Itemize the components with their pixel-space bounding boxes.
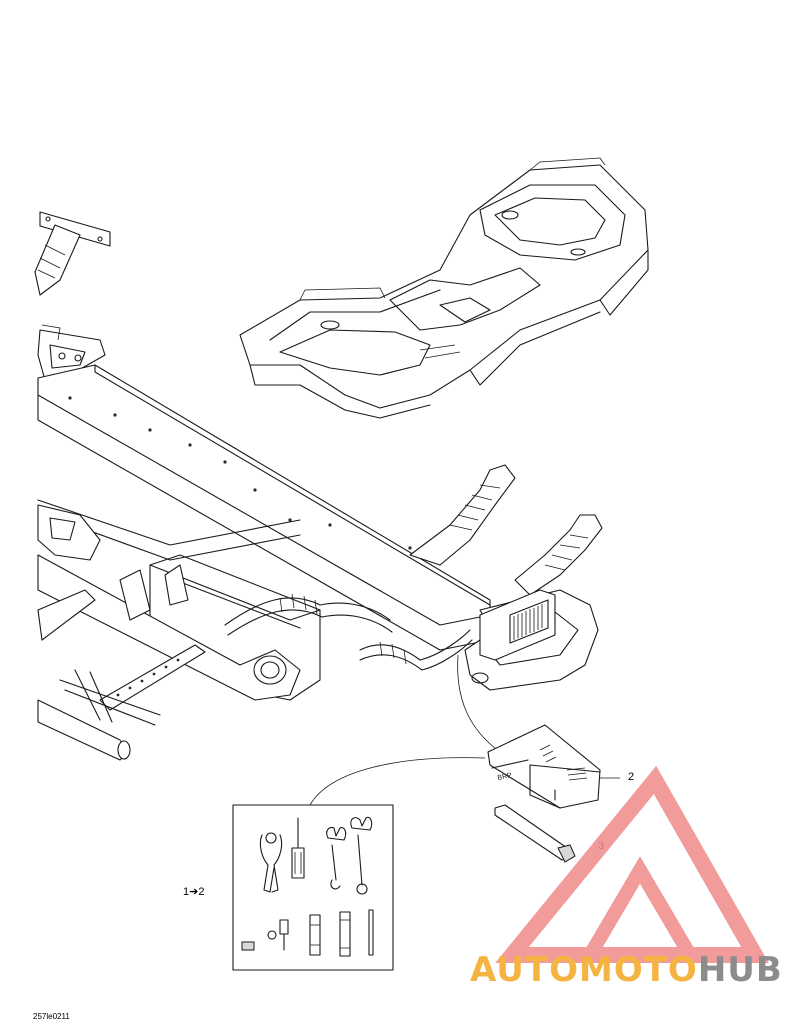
- frame-holes: [68, 396, 412, 550]
- watermark-part-auto: AUTO: [470, 950, 579, 990]
- callout-item-3: 3: [598, 840, 605, 852]
- open-wrench-icon: [326, 826, 347, 890]
- spark-plug-icon: [267, 919, 289, 951]
- combination-wrench-icon: [350, 816, 373, 895]
- strut-holes: [116, 658, 180, 697]
- screwdriver-icon: [291, 817, 305, 879]
- watermark-brand-text: AUTOMOTOHUB: [470, 950, 783, 990]
- main-frame: [37, 364, 491, 701]
- hoses: [224, 593, 473, 671]
- lower-tube: [37, 699, 131, 761]
- watermark-part-hub: HUB: [697, 950, 783, 990]
- callout-item-2: 2: [628, 771, 635, 783]
- drawing-code: 257le0211: [33, 1012, 70, 1021]
- fuse-icon: [241, 941, 255, 951]
- perforated-strut: [59, 644, 206, 726]
- watermark-part-moto: MOTO: [578, 950, 698, 990]
- spanner-wrench: [494, 804, 576, 863]
- callout-kit-reference: 1➔2: [183, 886, 205, 898]
- pliers-icon: [259, 832, 283, 893]
- upper-bracket: [34, 211, 111, 296]
- rear-arm-lower: [514, 514, 603, 596]
- tool-kit-box: [232, 804, 394, 971]
- tail-light-plate: [479, 589, 556, 661]
- rod-icon: [368, 909, 374, 956]
- socket-icon: [309, 914, 321, 956]
- swing-arm: [37, 504, 301, 701]
- rear-rack: [239, 157, 649, 419]
- bag-logo-mark: BRP: [497, 772, 513, 782]
- tube-wrench-icon: [339, 911, 351, 957]
- rear-arm-upper: [409, 464, 516, 566]
- tool-bag: BRP: [487, 724, 601, 809]
